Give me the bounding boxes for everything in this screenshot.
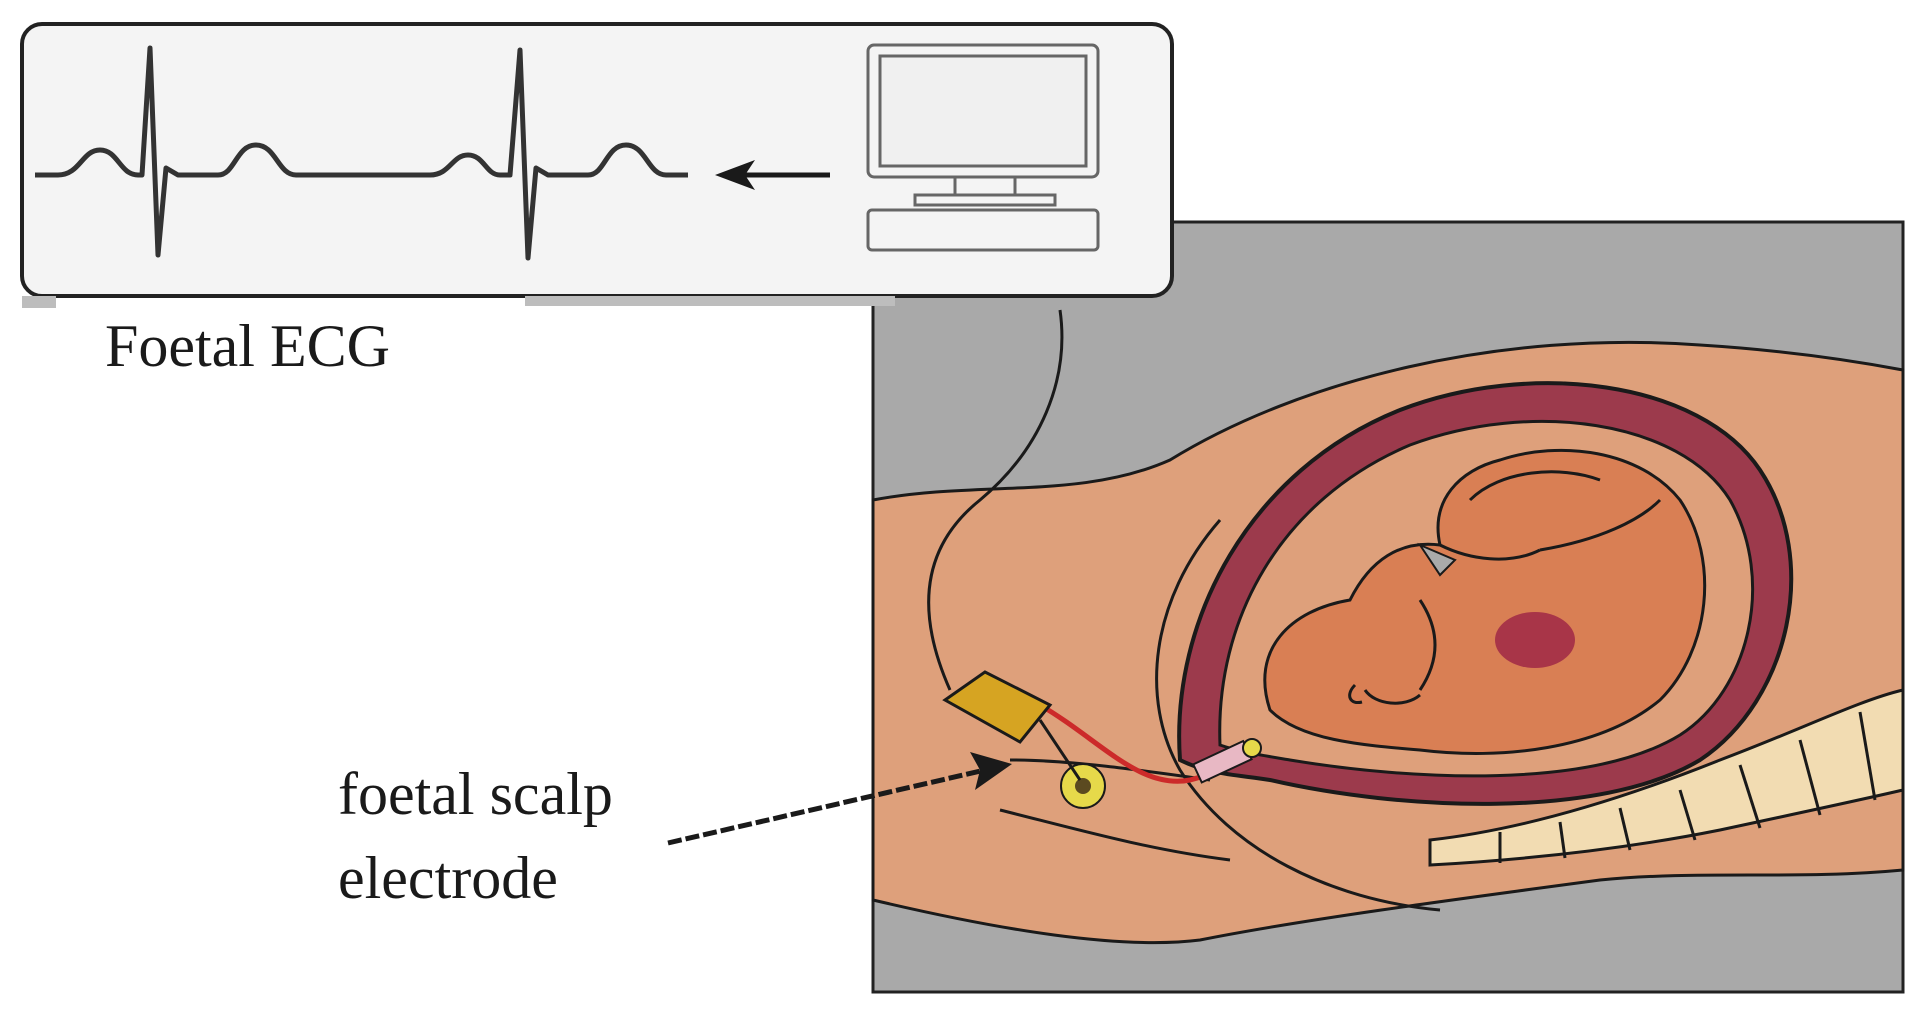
scalp-electrode-label-line2: electrode [338,836,613,920]
panel-shadow-right [525,296,895,306]
foetal-ecg-label: Foetal ECG [105,312,390,381]
electrode-tip-ring [1243,739,1261,757]
panel-shadow-left [22,296,56,308]
reference-electrode-center [1075,778,1091,794]
foetal-heart [1495,612,1575,668]
scalp-electrode-label: foetal scalp electrode [338,752,613,920]
scalp-electrode-label-line1: foetal scalp [338,752,613,836]
computer-monitor-icon [868,45,1098,250]
